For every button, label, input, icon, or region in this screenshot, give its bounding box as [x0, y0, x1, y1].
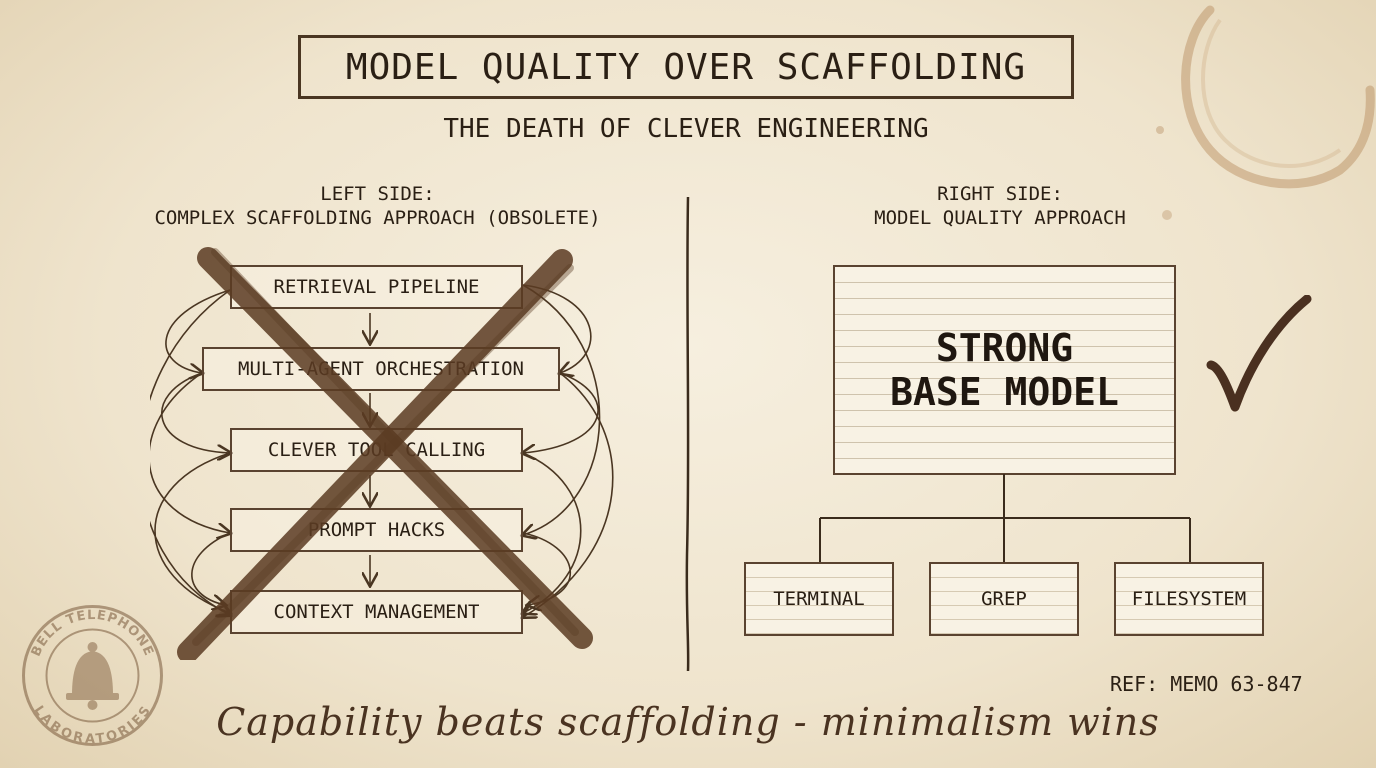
- coffee-stain: [1156, 5, 1375, 220]
- step-retrieval-pipeline: RETRIEVAL PIPELINE: [230, 265, 523, 309]
- cross-out-mark: [177, 247, 593, 660]
- strong-base-model-box: STRONG BASE MODEL: [833, 265, 1176, 475]
- center-divider: [685, 196, 690, 672]
- step-context-management: CONTEXT MANAGEMENT: [230, 590, 523, 634]
- left-flow-connectors: [150, 284, 614, 655]
- reference-memo: REF: MEMO 63-847: [1110, 672, 1303, 696]
- left-heading-line1: LEFT SIDE:: [320, 183, 435, 205]
- bell-icon: [66, 642, 119, 710]
- tagline: Capability beats scaffolding - minimalis…: [216, 700, 1160, 744]
- left-heading-line2: COMPLEX SCAFFOLDING APPROACH (OBSOLETE): [154, 207, 601, 229]
- model-line2: BASE MODEL: [890, 370, 1119, 414]
- right-heading: RIGHT SIDE: MODEL QUALITY APPROACH: [820, 182, 1180, 230]
- bell-labs-stamp: BELL TELEPHONE LABORATORIES: [20, 603, 165, 748]
- tree-connectors: [819, 474, 1191, 562]
- checkmark-icon: [1206, 295, 1312, 412]
- right-heading-line2: MODEL QUALITY APPROACH: [874, 207, 1126, 229]
- left-heading: LEFT SIDE: COMPLEX SCAFFOLDING APPROACH …: [100, 182, 655, 230]
- tool-filesystem: FILESYSTEM: [1114, 562, 1264, 636]
- tool-terminal: TERMINAL: [744, 562, 894, 636]
- right-heading-line1: RIGHT SIDE:: [937, 183, 1063, 205]
- tool-grep: GREP: [929, 562, 1079, 636]
- page-title: MODEL QUALITY OVER SCAFFOLDING: [298, 35, 1074, 99]
- page-subtitle: THE DEATH OF CLEVER ENGINEERING: [443, 114, 929, 144]
- model-line1: STRONG: [935, 326, 1074, 370]
